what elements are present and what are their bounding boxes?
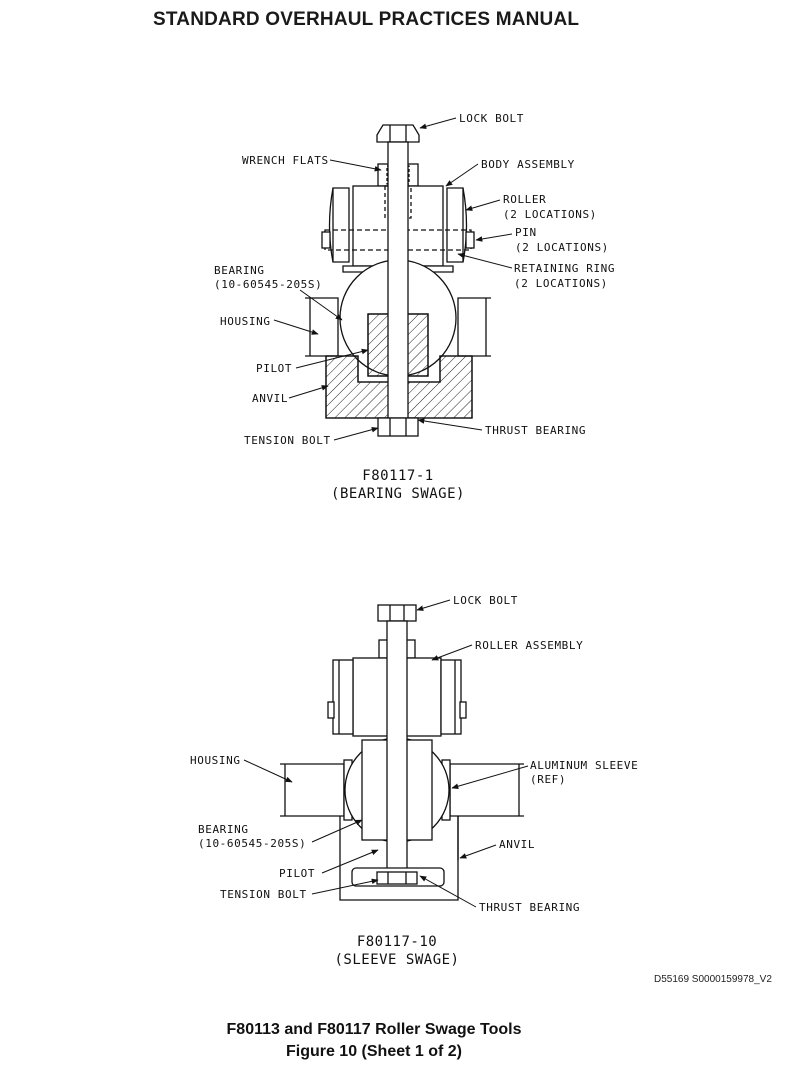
label-pilot-2: PILOT — [279, 867, 315, 880]
roller-left-1 — [332, 187, 350, 263]
lock-bolt-head-2 — [377, 604, 417, 622]
roller-right-1 — [446, 187, 464, 263]
label-tension-bolt-1: TENSION BOLT — [244, 434, 331, 447]
lock-bolt-head-1 — [376, 124, 420, 143]
figure-title: F80113 and F80117 Roller Swage Tools — [226, 1021, 522, 1038]
sleeve-swage-leaders — [243, 599, 529, 908]
label-housing-2: HOUSING — [190, 754, 241, 767]
page-header-title: STANDARD OVERHAUL PRACTICES MANUAL — [153, 9, 580, 30]
roller-right-2 — [440, 659, 462, 735]
tension-bolt-1 — [377, 417, 419, 437]
label-lock-bolt-1: LOCK BOLT — [459, 112, 524, 125]
label-aluminum-sleeve-ref-2: (REF) — [530, 773, 566, 786]
label-bearing-part-2: (10-60545-205S) — [198, 837, 306, 850]
label-body-assembly-1: BODY ASSEMBLY — [481, 158, 575, 171]
label-thrust-bearing-2: THRUST BEARING — [479, 901, 580, 914]
housing-1 — [305, 297, 339, 357]
label-bearing-part-1: (10-60545-205S) — [214, 278, 322, 291]
label-bearing-2: BEARING — [198, 823, 249, 836]
label-bearing-1: BEARING — [214, 264, 265, 277]
bolt-shaft-2 — [386, 620, 408, 884]
label-roller-1: ROLLER — [503, 193, 546, 206]
label-pin-locations-1: (2 LOCATIONS) — [515, 241, 609, 254]
label-roller-locations-1: (2 LOCATIONS) — [503, 208, 597, 221]
sleeve-swage-labels: LOCK BOLT ROLLER ASSEMBLY HOUSING ALUMIN… — [190, 594, 638, 968]
label-roller-assembly-2: ROLLER ASSEMBLY — [475, 639, 583, 652]
bearing-swage-drawing — [305, 124, 491, 437]
caption-description-1: (BEARING SWAGE) — [331, 486, 465, 502]
label-thrust-bearing-1: THRUST BEARING — [485, 424, 586, 437]
label-anvil-1: ANVIL — [252, 392, 288, 405]
bearing-swage-labels: LOCK BOLT WRENCH FLATS BODY ASSEMBLY ROL… — [214, 112, 615, 502]
label-lock-bolt-2: LOCK BOLT — [453, 594, 518, 607]
figure-sheet-number: Figure 10 (Sheet 1 of 2) — [285, 1043, 463, 1060]
housing-2 — [280, 763, 345, 817]
label-housing-1: HOUSING — [220, 315, 271, 328]
caption-description-2: (SLEEVE SWAGE) — [334, 952, 459, 968]
label-retaining-ring-locations-1: (2 LOCATIONS) — [514, 277, 608, 290]
label-anvil-2: ANVIL — [499, 838, 535, 851]
label-pin-1: PIN — [515, 226, 537, 239]
roller-left-2 — [332, 659, 354, 735]
label-tension-bolt-2: TENSION BOLT — [220, 888, 307, 901]
tension-bolt-2 — [376, 871, 418, 885]
caption-part-number-1: F80117-1 — [362, 468, 433, 484]
label-aluminum-sleeve-2: ALUMINUM SLEEVE — [530, 759, 638, 772]
label-wrench-flats-1: WRENCH FLATS — [242, 154, 329, 167]
label-retaining-ring-1: RETAINING RING — [514, 262, 615, 275]
caption-part-number-2: F80117-10 — [357, 934, 437, 950]
bolt-shaft-1 — [387, 141, 409, 419]
drawing-reference-number: D55169 S0000159978_V2 — [654, 974, 772, 985]
bearing-swage-leaders — [273, 117, 513, 441]
label-pilot-1: PILOT — [256, 362, 292, 375]
